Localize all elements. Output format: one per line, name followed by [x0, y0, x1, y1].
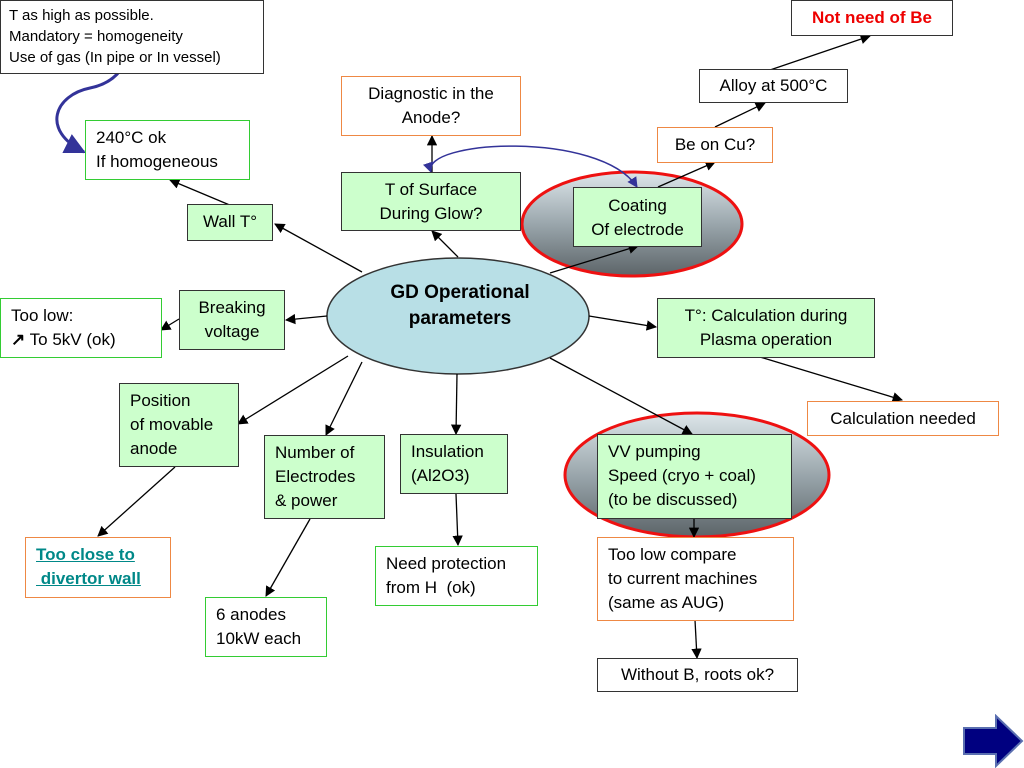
node-position-anode: Position of movable anode	[119, 383, 239, 467]
too-close-link[interactable]: Too close to	[36, 545, 135, 564]
node-calculation-needed: Calculation needed	[807, 401, 999, 436]
center-title-line2: parameters	[408, 308, 512, 329]
node-not-need-be: Not need of Be	[791, 0, 953, 36]
node-without-b: Without B, roots ok?	[597, 658, 798, 692]
edge-center-tcalc	[588, 315, 658, 331]
edge-center-wall	[274, 223, 363, 273]
curve-surface-to-coating	[423, 145, 638, 188]
node-be-on-cu: Be on Cu?	[657, 127, 773, 163]
node-coating: Coating Of electrode	[573, 187, 702, 247]
node-alloy: Alloy at 500°C	[699, 69, 848, 103]
edge-center-breaking	[284, 313, 328, 325]
node-t-calculation: T°: Calculation during Plasma operation	[657, 298, 875, 358]
edge-coating-becu	[657, 160, 716, 188]
node-electrodes-power: Number of Electrodes & power	[264, 435, 385, 519]
node-t-high: T as high as possible. Mandatory = homog…	[0, 0, 264, 74]
node-wall-t: Wall T°	[187, 204, 273, 241]
center-title-line1: GD Operational	[390, 282, 530, 303]
edge-position-tooclose	[97, 466, 176, 537]
edge-center-vv	[549, 357, 693, 435]
edge-wall-240	[169, 178, 233, 207]
node-need-protection: Need protection from H (ok)	[375, 546, 538, 606]
node-breaking-voltage: Breaking voltage	[179, 290, 285, 350]
edge-center-surface	[431, 230, 459, 258]
node-insulation: Insulation (Al2O3)	[400, 434, 508, 494]
edge-alloy-notneed	[769, 34, 871, 71]
edge-tcalc-calcneeded	[759, 356, 903, 403]
right-arrow-icon[interactable]	[962, 714, 1024, 768]
edge-electrodes-anodes	[265, 518, 311, 597]
node-t-surface: T of Surface During Glow?	[341, 172, 521, 231]
edge-center-electrodes	[325, 361, 363, 436]
edge-center-position	[237, 355, 349, 425]
node-too-low-compare: Too low compare to current machines (sam…	[597, 537, 794, 621]
edge-becu-alloy	[714, 102, 766, 128]
edge-center-coating	[549, 243, 639, 274]
node-diagnostic: Diagnostic in the Anode?	[341, 76, 521, 136]
divertor-wall-link[interactable]: divertor wall	[36, 569, 141, 588]
edge-insulation-protection	[452, 493, 463, 547]
edge-breaking-toolow	[160, 318, 180, 331]
node-too-low: Too low: ↗ To 5kV (ok)	[0, 298, 162, 358]
edge-center-insulation	[450, 373, 462, 436]
node-vv-pumping: VV pumping Speed (cryo + coal) (to be di…	[597, 434, 792, 519]
node-240-ok: 240°C ok If homogeneous	[85, 120, 250, 180]
node-6-anodes: 6 anodes 10kW each	[205, 597, 327, 657]
node-too-close: Too close to divertor wall	[25, 537, 171, 598]
up-right-arrow-icon: ↗	[11, 330, 26, 349]
center-node-label: GD Operational parameters	[330, 280, 590, 332]
edge-toolowcompare-roots	[691, 619, 702, 660]
